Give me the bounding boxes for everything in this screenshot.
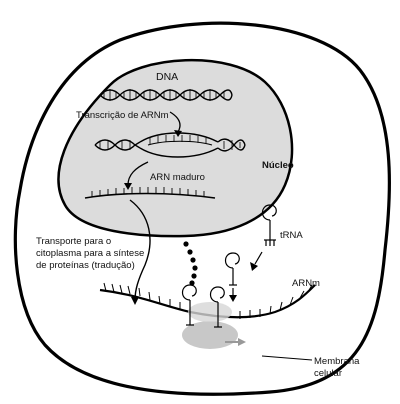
membrane-label-line1: Membrana	[314, 356, 360, 367]
trna-at-ribosome-2	[209, 286, 225, 328]
mature-rna-label: ARN maduro	[150, 172, 205, 183]
trna-label: tRNA	[280, 230, 303, 241]
transport-label-line2: citoplasma para a síntese	[36, 248, 145, 259]
transport-arrowhead	[131, 297, 139, 305]
maturation-arrow	[127, 161, 149, 186]
trna-incoming-2-arrowhead	[250, 262, 258, 271]
transcription-arrow	[169, 111, 181, 133]
transport-label-line3: de proteínas (tradução)	[36, 260, 135, 271]
trna-incoming-1	[224, 252, 240, 296]
ribosome	[182, 302, 246, 349]
nucleus-label: Núcleo	[262, 160, 294, 171]
membrane-pointer	[261, 355, 313, 361]
trna-incoming-1-arrowhead	[229, 295, 237, 302]
maturation-arrowhead	[124, 183, 132, 190]
transport-arrow	[129, 199, 151, 301]
trna-incoming-2	[254, 204, 277, 265]
dna-label: DNA	[156, 71, 179, 83]
membrane-label-line2: celular	[314, 368, 342, 379]
mrna-label: ARNm	[292, 278, 320, 289]
nucleus	[57, 59, 294, 238]
mature-rna-strand	[84, 187, 216, 199]
transcription-label: Transcrição de ARNm	[76, 110, 169, 121]
dna-helix	[99, 89, 233, 101]
trna-at-ribosome-1	[181, 284, 197, 326]
transcription-bubble	[94, 132, 246, 158]
peptide-chain	[183, 241, 198, 286]
transport-label-line1: Transporte para o	[36, 236, 112, 247]
cell-membrane	[13, 21, 392, 396]
